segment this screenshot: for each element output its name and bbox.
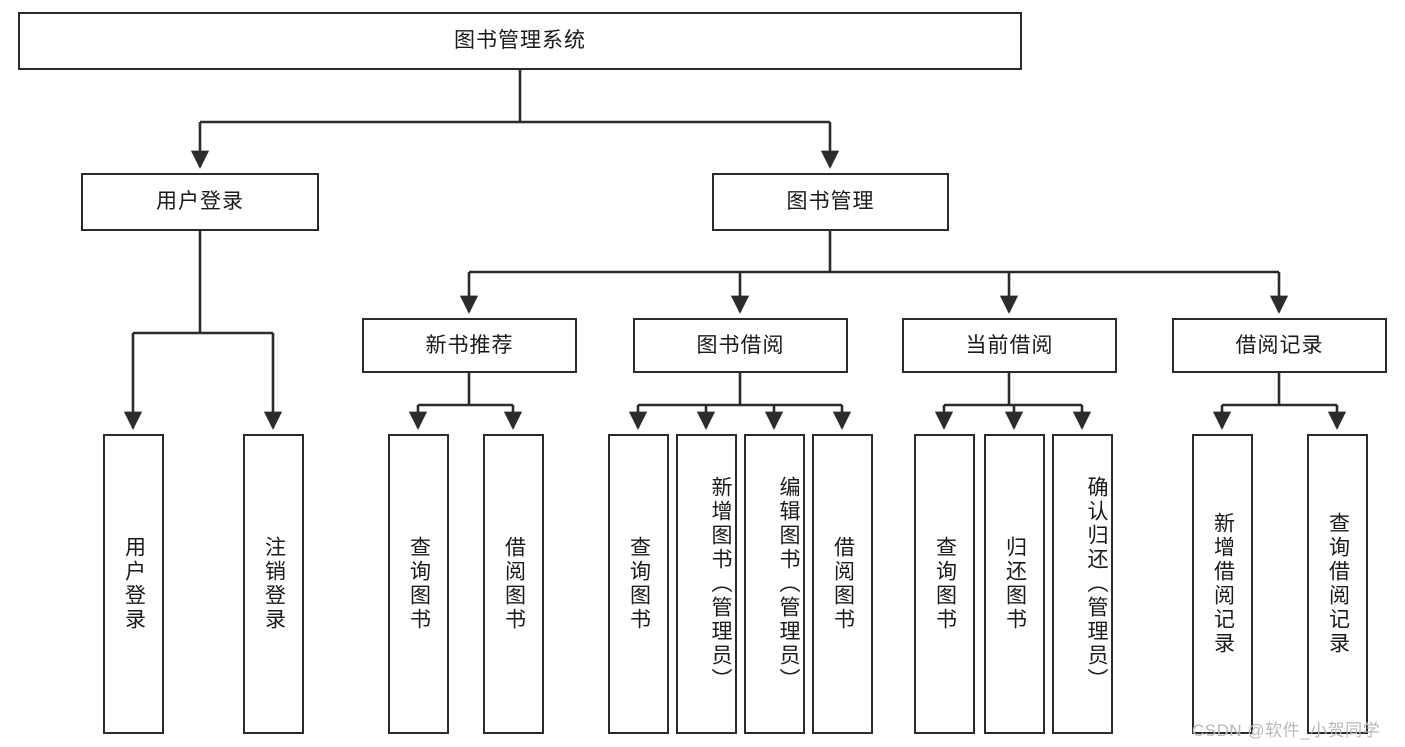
node-borrowing-record[interactable]: 借阅记录 [1172,318,1387,373]
node-current-borrowing[interactable]: 当前借阅 [902,318,1117,373]
leaf-add-book-admin[interactable]: 新增图书（管理员） [676,434,737,734]
leaf-query-borrow-record[interactable]: 查询借阅记录 [1307,434,1368,734]
node-new-book-recommendation[interactable]: 新书推荐 [362,318,577,373]
node-user-login[interactable]: 用户登录 [81,173,319,231]
node-book-management[interactable]: 图书管理 [712,173,949,231]
leaf-logout[interactable]: 注销登录 [243,434,304,734]
leaf-add-borrow-record[interactable]: 新增借阅记录 [1192,434,1253,734]
node-book-management-system[interactable]: 图书管理系统 [18,12,1022,70]
leaf-query-book-current[interactable]: 查询图书 [914,434,975,734]
node-book-borrowing[interactable]: 图书借阅 [633,318,848,373]
leaf-confirm-return-admin[interactable]: 确认归还（管理员） [1052,434,1113,734]
leaf-edit-book-admin[interactable]: 编辑图书（管理员） [744,434,805,734]
leaf-return-book[interactable]: 归还图书 [984,434,1045,734]
csdn-watermark: CSDN @软件_小贺同学 [1192,721,1381,740]
leaf-user-login[interactable]: 用户登录 [103,434,164,734]
leaf-query-book-rec[interactable]: 查询图书 [388,434,449,734]
leaf-borrow-book-rec[interactable]: 借阅图书 [483,434,544,734]
leaf-query-book-borrow[interactable]: 查询图书 [608,434,669,734]
leaf-borrow-book[interactable]: 借阅图书 [812,434,873,734]
